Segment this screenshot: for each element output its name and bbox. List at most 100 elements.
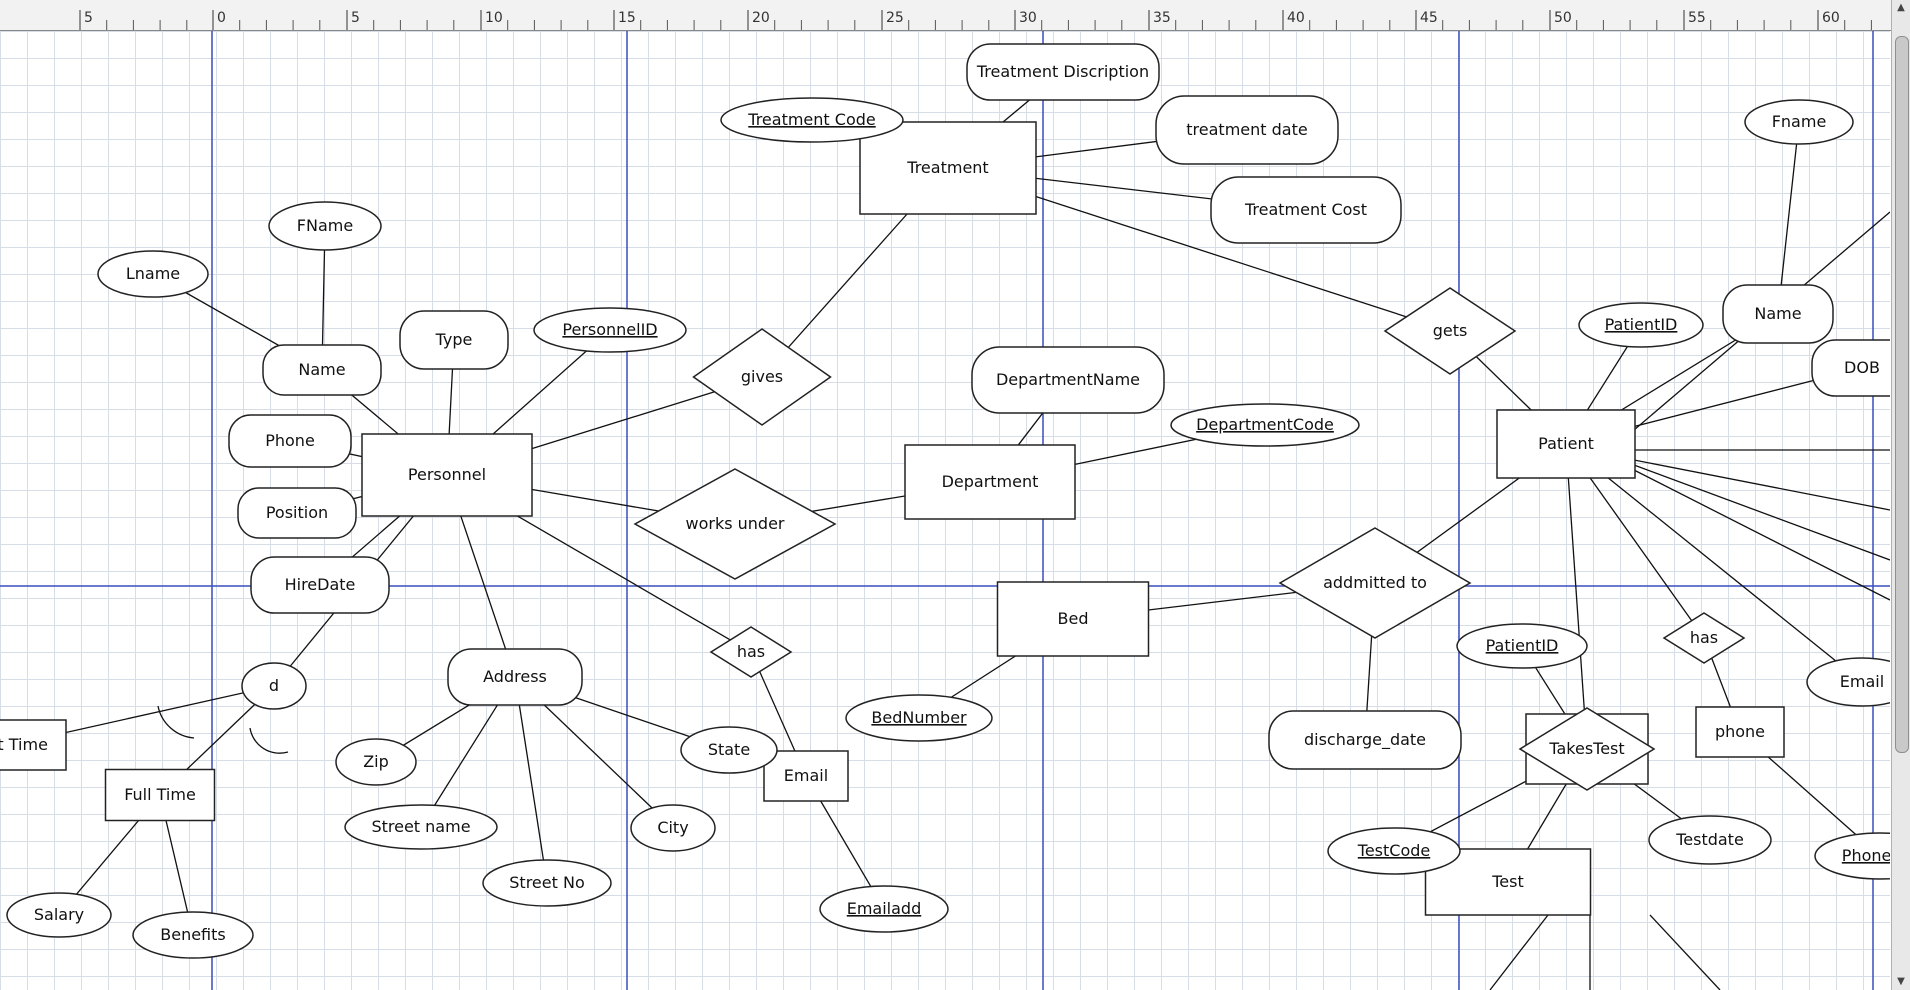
attribute-ellipse[interactable]: [1327, 827, 1461, 875]
attribute-type[interactable]: Type: [399, 310, 509, 370]
attribute-discharge_date[interactable]: discharge_date: [1268, 710, 1462, 770]
attribute-salary[interactable]: Salary: [6, 892, 112, 938]
entity-box[interactable]: [1496, 409, 1636, 479]
attribute-ellipse[interactable]: [1648, 815, 1772, 865]
attribute-shape[interactable]: [971, 346, 1165, 414]
attribute-ellipse[interactable]: [6, 892, 112, 938]
attribute-ellipse[interactable]: [680, 726, 778, 774]
relationship-gets[interactable]: gets: [1383, 287, 1517, 375]
attribute-shape[interactable]: [1210, 176, 1402, 244]
attribute-department_name[interactable]: DepartmentName: [971, 346, 1165, 414]
scrollbar-thumb[interactable]: [1895, 36, 1909, 753]
relationship-admitted_to[interactable]: addmitted to: [1278, 527, 1472, 639]
attribute-lname[interactable]: Lname: [97, 250, 209, 298]
entity-patient[interactable]: Patient: [1496, 409, 1636, 479]
attribute-ellipse[interactable]: [1170, 403, 1360, 447]
relationship-diamond[interactable]: [1662, 612, 1746, 664]
attribute-fname_personnel[interactable]: FName: [268, 201, 382, 251]
attribute-street_no[interactable]: Street No: [482, 859, 612, 907]
entity-box[interactable]: [996, 581, 1150, 657]
entity-email_ent[interactable]: Email: [763, 750, 849, 802]
relationship-has_personnel[interactable]: has: [709, 626, 793, 678]
entity-box[interactable]: [904, 444, 1076, 520]
attribute-ellipse[interactable]: [97, 250, 209, 298]
attribute-ellipse[interactable]: [1456, 623, 1588, 669]
scroll-up-icon[interactable]: ▲: [1897, 2, 1905, 13]
attribute-emailadd[interactable]: Emailadd: [819, 885, 949, 933]
entity-box[interactable]: [763, 750, 849, 802]
attribute-ellipse[interactable]: [630, 804, 716, 852]
entity-full_time[interactable]: Full Time: [104, 768, 216, 822]
relationship-diamond[interactable]: [1278, 527, 1472, 639]
attribute-hire_date[interactable]: HireDate: [250, 556, 390, 614]
relationship-works_under[interactable]: works under: [633, 468, 837, 580]
relationship-diamond[interactable]: [709, 626, 793, 678]
relationship-gives[interactable]: gives: [692, 328, 832, 426]
attribute-zip[interactable]: Zip: [335, 738, 417, 786]
attribute-shape[interactable]: [1155, 95, 1339, 165]
attribute-dob[interactable]: DOB: [1811, 339, 1890, 397]
disjoint-ellipse[interactable]: [241, 662, 307, 710]
attribute-shape[interactable]: [262, 344, 382, 396]
entity-box[interactable]: [859, 121, 1037, 215]
attribute-ellipse[interactable]: [845, 694, 993, 742]
attribute-ellipse[interactable]: [482, 859, 612, 907]
attribute-phone_attr[interactable]: Phone: [228, 414, 352, 468]
attribute-test_code[interactable]: TestCode: [1327, 827, 1461, 875]
entity-box[interactable]: [104, 768, 216, 822]
attribute-shape[interactable]: [228, 414, 352, 468]
relationship-diamond[interactable]: [1518, 707, 1656, 791]
attribute-shape[interactable]: [1811, 339, 1890, 397]
attribute-ellipse[interactable]: [1806, 657, 1890, 707]
attribute-ellipse[interactable]: [1578, 302, 1704, 348]
attribute-ellipse[interactable]: [819, 885, 949, 933]
attribute-patient_id_top[interactable]: PatientID: [1578, 302, 1704, 348]
attribute-name_personnel[interactable]: Name: [262, 344, 382, 396]
attribute-treatment_date[interactable]: treatment date: [1155, 95, 1339, 165]
attribute-shape[interactable]: [1722, 284, 1834, 344]
attribute-shape[interactable]: [1268, 710, 1462, 770]
attribute-department_code[interactable]: DepartmentCode: [1170, 403, 1360, 447]
attribute-ellipse[interactable]: [268, 201, 382, 251]
entity-part_time[interactable]: Part Time: [0, 719, 67, 771]
attribute-patient_id_test[interactable]: PatientID: [1456, 623, 1588, 669]
attribute-ellipse[interactable]: [1814, 832, 1890, 880]
attribute-phone_no[interactable]: Phone No: [1814, 832, 1890, 880]
attribute-shape[interactable]: [447, 648, 583, 706]
entity-personnel[interactable]: Personnel: [361, 433, 533, 517]
entity-department[interactable]: Department: [904, 444, 1076, 520]
attribute-ellipse[interactable]: [335, 738, 417, 786]
attribute-treatment_discription[interactable]: Treatment Discription: [966, 43, 1160, 101]
attribute-benefits[interactable]: Benefits: [132, 911, 254, 959]
attribute-ellipse[interactable]: [1744, 99, 1854, 145]
attribute-testdate[interactable]: Testdate: [1648, 815, 1772, 865]
relationship-has_patient[interactable]: has: [1662, 612, 1746, 664]
disjoint-circle[interactable]: d: [241, 662, 307, 710]
scroll-down-icon[interactable]: ▼: [1897, 976, 1905, 987]
entity-treatment[interactable]: Treatment: [859, 121, 1037, 215]
attribute-city[interactable]: City: [630, 804, 716, 852]
vertical-scrollbar[interactable]: ▲ ▼: [1891, 0, 1910, 990]
attribute-position[interactable]: Position: [237, 487, 357, 539]
attribute-treatment_code[interactable]: Treatment Code: [720, 97, 904, 143]
entity-box[interactable]: [0, 719, 67, 771]
attribute-shape[interactable]: [237, 487, 357, 539]
relationship-diamond[interactable]: [692, 328, 832, 426]
relationship-diamond[interactable]: [1383, 287, 1517, 375]
attribute-ellipse[interactable]: [533, 307, 687, 353]
attribute-treatment_cost[interactable]: Treatment Cost: [1210, 176, 1402, 244]
attribute-shape[interactable]: [966, 43, 1160, 101]
attribute-shape[interactable]: [250, 556, 390, 614]
attribute-address[interactable]: Address: [447, 648, 583, 706]
entity-bed[interactable]: Bed: [996, 581, 1150, 657]
attribute-ellipse[interactable]: [132, 911, 254, 959]
attribute-ellipse[interactable]: [720, 97, 904, 143]
entity-box[interactable]: [1695, 706, 1785, 758]
attribute-street_name[interactable]: Street name: [344, 804, 498, 850]
entity-phone_ent[interactable]: phone: [1695, 706, 1785, 758]
entity-box[interactable]: [361, 433, 533, 517]
attribute-name_patient[interactable]: Name: [1722, 284, 1834, 344]
relationship-takes_test[interactable]: TakesTest: [1518, 707, 1656, 791]
